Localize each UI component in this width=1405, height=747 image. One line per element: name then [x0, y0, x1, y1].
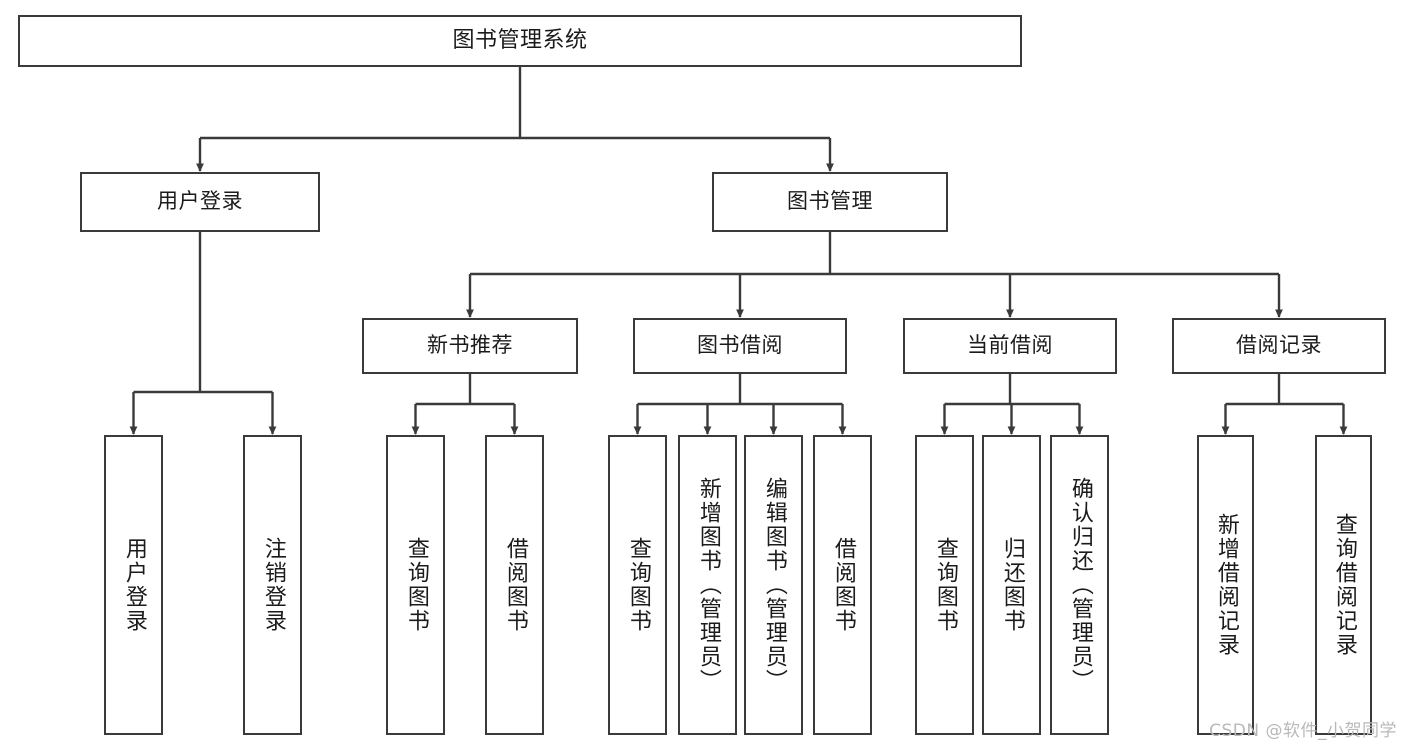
node-leaf-borrow-book-a[interactable]: 借阅图书 [485, 435, 544, 735]
node-book-management[interactable]: 图书管理 [712, 172, 948, 232]
node-leaf-query-record[interactable]: 查询借阅记录 [1315, 435, 1372, 735]
node-leaf-return-book[interactable]: 归还图书 [982, 435, 1041, 735]
node-new-book-recommendation[interactable]: 新书推荐 [362, 318, 578, 374]
node-new-book-recommendation-label: 新书推荐 [427, 333, 513, 358]
node-current-borrowing[interactable]: 当前借阅 [903, 318, 1117, 374]
node-borrowing-records[interactable]: 借阅记录 [1172, 318, 1386, 374]
node-user-login[interactable]: 用户登录 [80, 172, 320, 232]
node-leaf-query-book-b-label: 查询图书 [625, 537, 651, 633]
node-leaf-logout[interactable]: 注销登录 [243, 435, 302, 735]
node-leaf-query-book-b[interactable]: 查询图书 [608, 435, 667, 735]
node-user-login-label: 用户登录 [157, 189, 243, 214]
node-leaf-query-book-a-label: 查询图书 [403, 537, 429, 633]
node-leaf-add-record-label: 新增借阅记录 [1213, 513, 1239, 657]
node-current-borrowing-label: 当前借阅 [967, 333, 1053, 358]
node-borrowing-records-label: 借阅记录 [1236, 333, 1322, 358]
node-leaf-add-book-label: 新增图书（管理员） [695, 477, 721, 693]
node-leaf-confirm-return[interactable]: 确认归还（管理员） [1050, 435, 1109, 735]
node-root-label: 图书管理系统 [452, 27, 588, 53]
node-leaf-query-book-a[interactable]: 查询图书 [386, 435, 445, 735]
node-leaf-query-record-label: 查询借阅记录 [1331, 513, 1357, 657]
node-leaf-user-login[interactable]: 用户登录 [104, 435, 163, 735]
node-leaf-confirm-return-label: 确认归还（管理员） [1067, 477, 1093, 693]
node-leaf-borrow-book-b[interactable]: 借阅图书 [813, 435, 872, 735]
node-leaf-add-record[interactable]: 新增借阅记录 [1197, 435, 1254, 735]
node-book-management-label: 图书管理 [787, 189, 873, 214]
node-leaf-user-login-label: 用户登录 [121, 537, 147, 633]
node-leaf-borrow-book-b-label: 借阅图书 [830, 537, 856, 633]
node-leaf-edit-book-label: 编辑图书（管理员） [761, 477, 787, 693]
node-leaf-edit-book[interactable]: 编辑图书（管理员） [744, 435, 803, 735]
node-leaf-return-book-label: 归还图书 [999, 537, 1025, 633]
watermark-text: CSDN @软件_小贺同学 [1209, 721, 1397, 741]
node-book-borrowing-label: 图书借阅 [697, 333, 783, 358]
node-leaf-add-book[interactable]: 新增图书（管理员） [678, 435, 737, 735]
node-leaf-borrow-book-a-label: 借阅图书 [502, 537, 528, 633]
node-root[interactable]: 图书管理系统 [18, 15, 1022, 67]
node-book-borrowing[interactable]: 图书借阅 [633, 318, 847, 374]
node-leaf-query-book-c[interactable]: 查询图书 [915, 435, 974, 735]
node-leaf-query-book-c-label: 查询图书 [932, 537, 958, 633]
node-leaf-logout-label: 注销登录 [260, 537, 286, 633]
